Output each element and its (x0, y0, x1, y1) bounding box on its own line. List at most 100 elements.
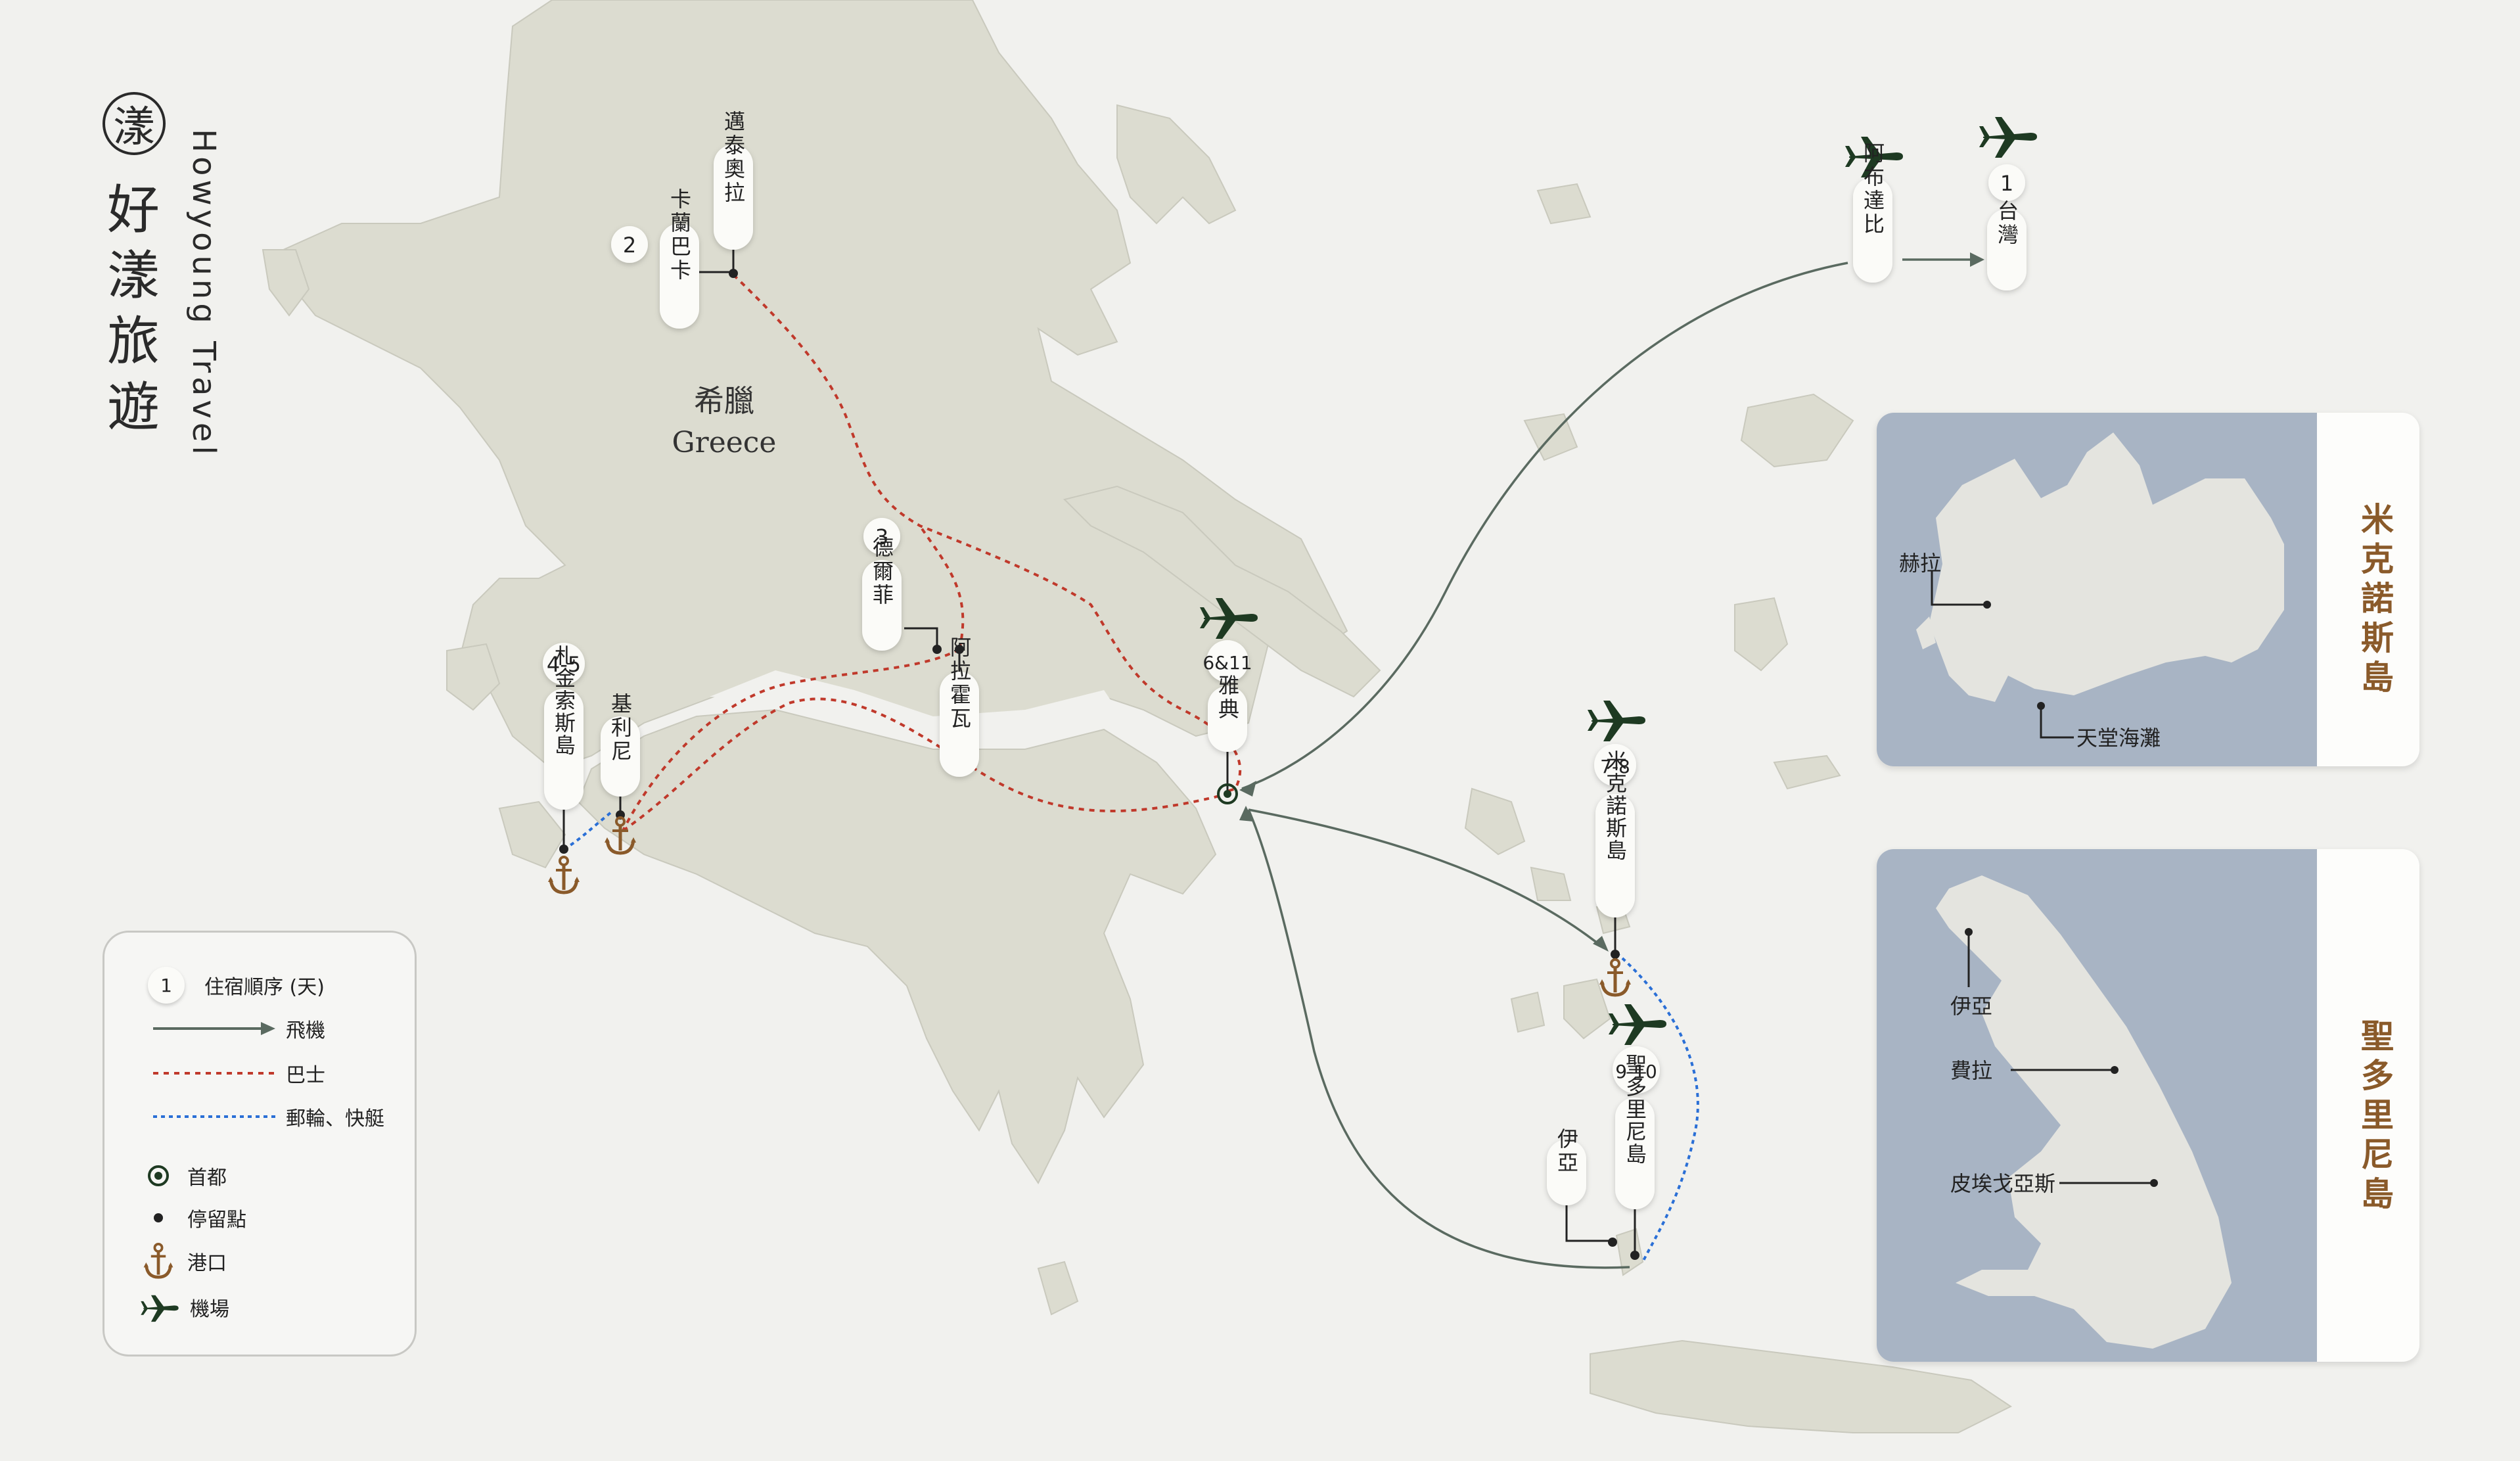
pill-katakolo-day (543, 643, 585, 685)
label-paradise: 天堂海灘 (2076, 726, 2161, 751)
dot-oia (1608, 1238, 1617, 1247)
dot-fira (2111, 1066, 2119, 1074)
tinos (1530, 866, 1572, 901)
legend-airport-label: 機場 (190, 1298, 229, 1321)
pill-santorini (1615, 1098, 1655, 1209)
label-taiwan-day: 1 (2000, 171, 2013, 196)
label-athens-day: 6&11 (1203, 652, 1252, 674)
label-oia: 伊亞 (1554, 1128, 1579, 1175)
flight-route-abudhabi-athens (1241, 262, 1848, 790)
peloponnese (577, 708, 1217, 1184)
chalkidiki (1116, 104, 1237, 225)
dot-hera (1983, 601, 1991, 609)
flight-routes (1241, 258, 1978, 1269)
dot-oia-inset (1965, 928, 1973, 936)
ferry-routes (563, 811, 1699, 1263)
pill-taiwan (1987, 209, 2027, 290)
legend-row-stay: 1 住宿順序 (天) (148, 967, 325, 1004)
leader-delphi (904, 627, 938, 649)
mykonos-island-shape (1929, 432, 2284, 702)
pill-delphi-day (863, 518, 900, 555)
flight-arrows (1239, 252, 1984, 952)
label-pyrgos: 皮埃戈亞斯 (1950, 1171, 2055, 1196)
bus-route-delphi-athens (919, 524, 965, 650)
legend-row-flight: 飛機 (153, 1014, 325, 1043)
legend-stay-number: 1 (148, 967, 185, 1004)
pill-kyllini (601, 716, 640, 797)
mykonos-inset-title: 米克諾斯島 (2356, 502, 2394, 699)
kefalonia (446, 643, 501, 711)
plane-icon (1609, 1004, 1666, 1045)
anchor-icon (1599, 960, 1631, 995)
label-santorini: 聖多里尼島 (1622, 1054, 1647, 1165)
crete (1590, 1339, 2012, 1433)
label-kalambaka-day: 2 (623, 233, 636, 258)
brand-name-en: Howyoung Travel (185, 129, 222, 459)
corfu (262, 249, 310, 317)
santorini-inset-map: 伊亞 費拉 皮埃戈亞斯 (1936, 875, 2232, 1349)
pill-santorini-day (1613, 1046, 1660, 1094)
pill-katakolo (544, 689, 584, 810)
legend-stop-label: 停留點 (187, 1209, 246, 1232)
label-kyllini: 基利尼 (608, 693, 633, 764)
leader-paradise (2040, 706, 2074, 739)
plane-icon (1588, 701, 1645, 741)
pill-kalambaka-day (611, 226, 648, 263)
flight-route-athens-mykonos (1248, 808, 1605, 949)
legend-row-capital: 首都 (143, 1160, 227, 1192)
label-kalambaka: 卡蘭巴卡 (667, 188, 692, 283)
arrow-athens (1239, 781, 1256, 797)
bus-line-icon (153, 1072, 275, 1075)
dot-kalambaka (729, 269, 738, 278)
label-taiwan: 台灣 (1994, 200, 2019, 247)
label-katakolo: 札金索斯島 (551, 645, 576, 756)
country-name-en: Greece (672, 426, 777, 459)
pill-oia (1547, 1140, 1586, 1205)
legend-flight-label: 飛機 (286, 1019, 325, 1042)
label-delphi: 德爾菲 (869, 536, 894, 607)
flight-line-icon (153, 1022, 275, 1035)
pill-taiwan-day (1988, 164, 2025, 201)
thasos (1536, 183, 1592, 225)
santorini-inset: 伊亞 費拉 皮埃戈亞斯 聖多里尼島 (1877, 849, 2419, 1362)
anchor-icon (143, 1243, 174, 1280)
brand-mark: 漾 (113, 103, 155, 152)
bus-routes (622, 273, 1242, 832)
legend-bus-label: 巴士 (286, 1064, 325, 1087)
arrow-athens-return (1239, 806, 1254, 822)
label-pills (543, 145, 2027, 1209)
pill-arachova (940, 672, 979, 777)
santorini-small (1615, 1228, 1644, 1276)
bus-route-meteora-athens (732, 273, 1242, 793)
leader-oia (1565, 1204, 1613, 1242)
label-meteora: 邁泰奧拉 (721, 110, 746, 205)
legend-row-bus: 巴士 (153, 1059, 325, 1088)
pill-mykonos (1595, 794, 1635, 917)
stop-dots (559, 269, 1639, 1260)
naxos (1563, 978, 1611, 1040)
dot-icon (154, 1213, 163, 1222)
pill-kalambaka (660, 223, 699, 329)
pill-mykonos-day (1594, 744, 1636, 786)
label-hera: 赫拉 (1899, 551, 1941, 576)
santorini-island-shape (1936, 875, 2232, 1349)
legend: 1 住宿順序 (天) 飛機 巴士 郵輪、快艇 首都 停留點 港口 機場 (103, 931, 417, 1357)
legend-port-label: 港口 (187, 1252, 227, 1275)
mykonos-inset: 赫拉 天堂海灘 米克諾斯島 (1877, 413, 2419, 766)
legend-row-ferry: 郵輪、快艇 (153, 1102, 384, 1131)
label-athens: 雅典 (1215, 674, 1240, 722)
dot-delphi (932, 645, 942, 654)
label-delphi-day: 3 (875, 524, 888, 549)
dot-paradise (2037, 702, 2045, 710)
brand-name-han: 好漾旅遊 (107, 179, 160, 438)
pill-meteora (714, 145, 753, 250)
samos (1773, 754, 1841, 790)
zakynthos (498, 800, 566, 869)
ferry-line-icon (153, 1115, 275, 1118)
dot-katakolo (559, 845, 568, 854)
chios (1734, 597, 1789, 672)
dot-pyrgos (2150, 1179, 2158, 1187)
mykonos-islet (1916, 616, 1936, 649)
legend-stay-label: 住宿順序 (天) (204, 976, 325, 999)
